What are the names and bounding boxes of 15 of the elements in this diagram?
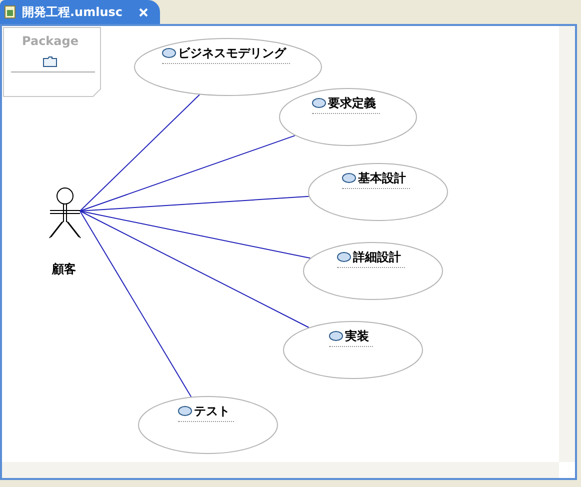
use-case-name: ビジネスモデリング [178,45,286,62]
actor-name: 顧客 [52,261,76,278]
use-case-name: 詳細設計 [353,249,401,266]
association-line [80,94,200,212]
use-case-name: 要求定義 [328,95,376,112]
association-line [80,135,296,212]
palette-heading: Package [22,34,78,48]
use-case-name: 基本設計 [358,170,406,187]
use-case-name: テスト [194,403,230,420]
association-line [80,210,311,259]
association-line [80,210,192,398]
association-line [80,210,310,328]
use-case-name: 実装 [345,328,369,345]
association-line [80,196,310,212]
tab-title: 開発工程.umlusc [22,4,123,21]
